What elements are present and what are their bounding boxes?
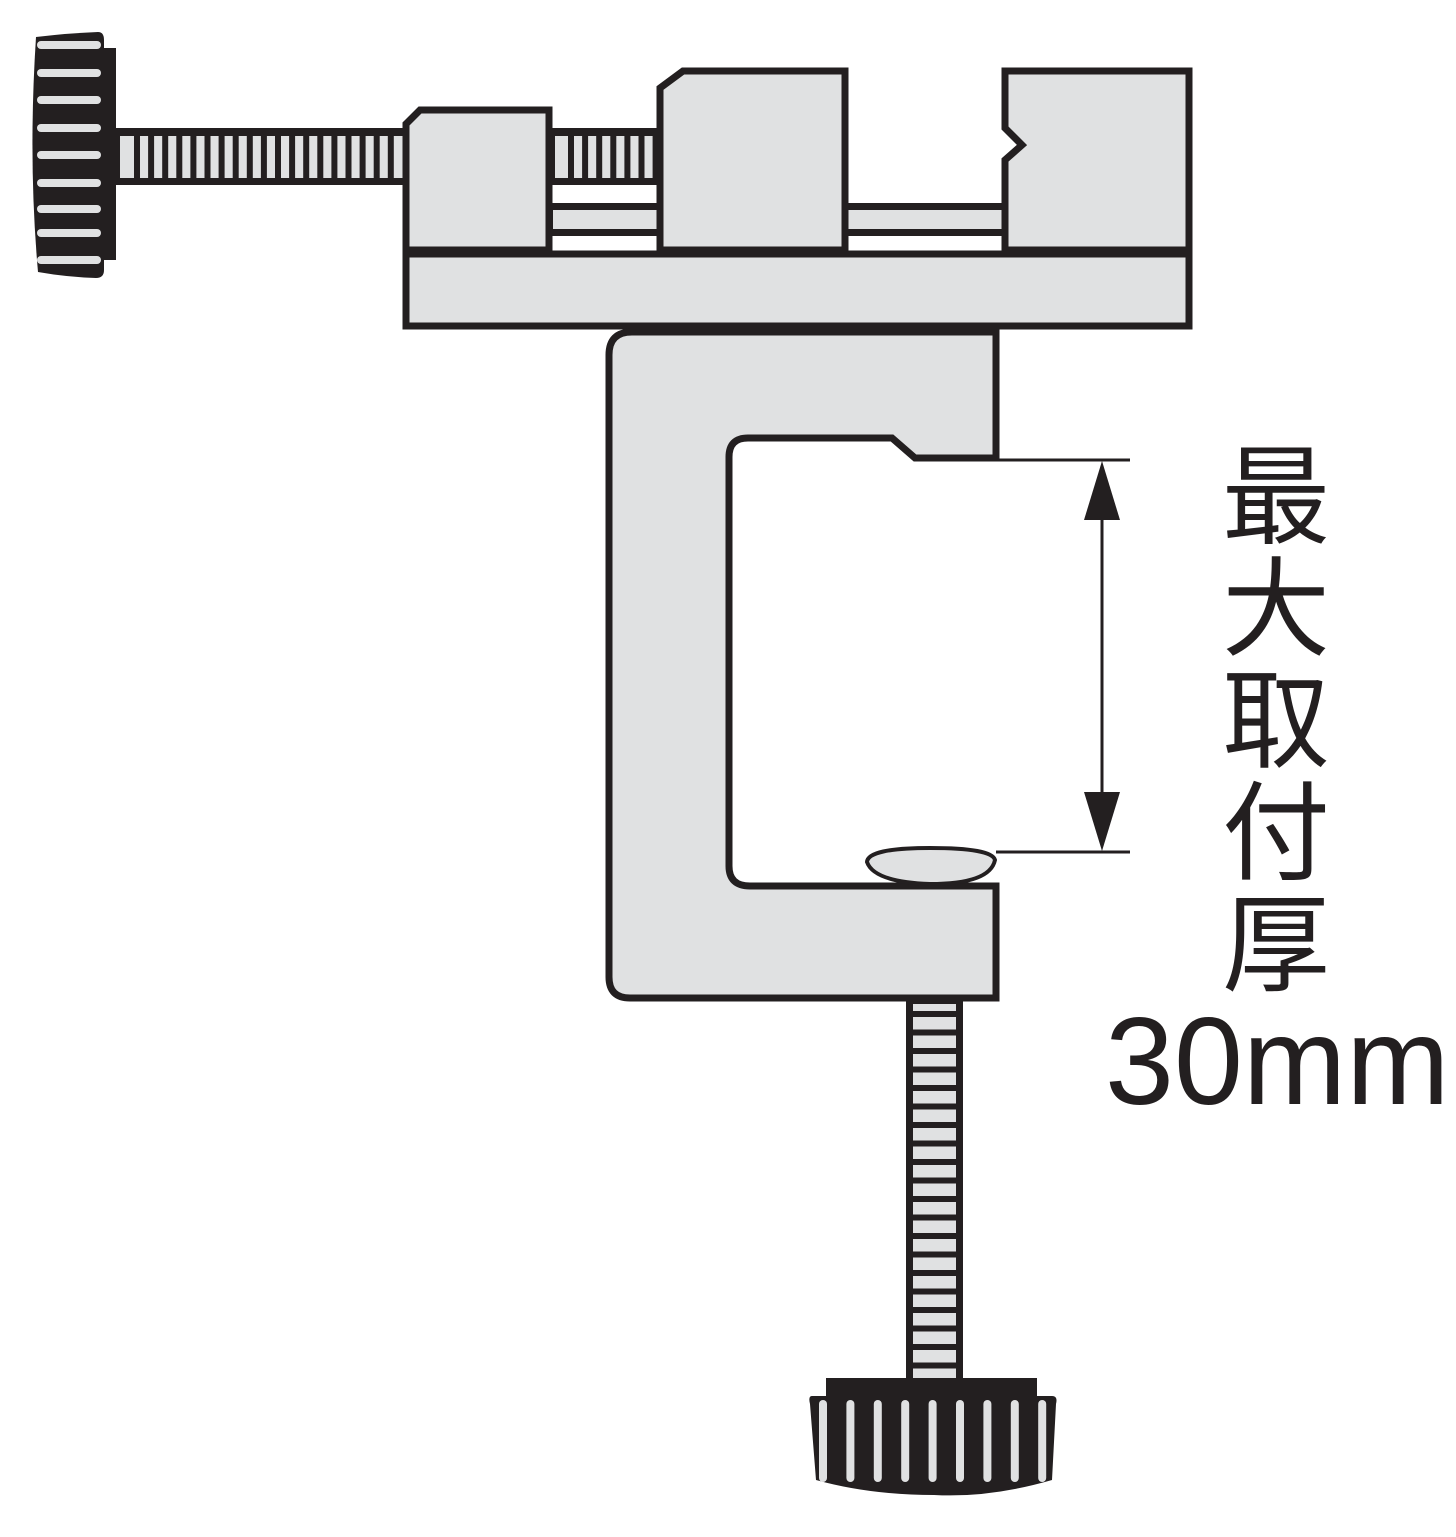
thread-mark — [246, 136, 253, 178]
thread-mark — [913, 1048, 956, 1054]
knurl-mark — [819, 1400, 827, 1482]
thread-mark — [913, 1011, 956, 1017]
base-plate — [402, 250, 1193, 330]
knurl-mark — [956, 1400, 964, 1482]
thread-mark — [913, 1344, 956, 1350]
c-frame — [605, 328, 1000, 1002]
thread-mark — [913, 1140, 956, 1147]
thread-mark — [610, 136, 617, 178]
thread-mark — [582, 136, 589, 178]
guide-rails — [550, 203, 1005, 236]
knurl-mark — [1010, 1400, 1019, 1482]
knurl-mark — [983, 1400, 992, 1482]
thread-mark — [913, 1029, 956, 1036]
thread-mark — [260, 136, 267, 178]
thread-mark — [232, 136, 239, 178]
thread-mark — [913, 1196, 956, 1202]
sliding-block — [402, 106, 553, 254]
movable-jaw — [656, 67, 849, 254]
thread-mark — [289, 136, 296, 178]
thread-mark — [148, 136, 155, 178]
thread-mark — [913, 1307, 956, 1313]
arrow-up-icon — [1084, 461, 1120, 520]
dimension-indicator — [996, 458, 1130, 854]
knurl-mark — [1038, 1400, 1047, 1482]
fixed-jaw — [1001, 67, 1193, 254]
knurl-mark — [37, 256, 101, 264]
thread-mark — [303, 136, 310, 178]
top-knob — [32, 32, 116, 278]
thread-mark — [331, 136, 338, 178]
thread-mark — [913, 1233, 956, 1239]
max-mount-thickness-label: 最大取付厚 — [1204, 440, 1329, 1000]
bottom-knob — [809, 1378, 1057, 1496]
knurl-mark — [37, 179, 101, 187]
knurl-mark — [37, 41, 101, 49]
thread-mark — [913, 1159, 956, 1165]
thread-mark — [275, 136, 281, 178]
thread-mark — [176, 136, 183, 178]
thread-mark — [913, 1103, 956, 1110]
knurl-mark — [928, 1400, 937, 1482]
knurl-mark — [846, 1400, 855, 1482]
thread-mark — [913, 1066, 956, 1073]
knurl-mark — [37, 69, 101, 77]
thread-mark — [913, 1177, 956, 1184]
thread-mark — [345, 136, 352, 178]
knurl-mark — [37, 124, 101, 132]
clamp-pad — [864, 845, 998, 887]
thread-mark — [624, 136, 631, 178]
knurl-mark — [37, 151, 101, 159]
thread-mark — [913, 1325, 956, 1332]
thread-mark — [913, 1214, 956, 1221]
knurl-mark — [37, 205, 101, 213]
thread-mark — [204, 136, 211, 178]
top-screw — [112, 128, 660, 185]
thread-mark — [359, 136, 366, 178]
thread-mark — [913, 1085, 956, 1091]
thread-mark — [638, 136, 645, 178]
thread-mark — [387, 136, 394, 178]
knurl-mark — [901, 1400, 910, 1482]
thread-mark — [317, 136, 324, 178]
knurl-mark — [37, 96, 101, 104]
dimension-value: 30mm — [1105, 993, 1450, 1131]
thread-mark — [913, 1270, 956, 1276]
thread-mark — [913, 1362, 956, 1369]
thread-mark — [134, 136, 140, 178]
arrow-down-icon — [1084, 792, 1120, 851]
thread-mark — [913, 1288, 956, 1295]
thread-mark — [162, 136, 169, 178]
thread-mark — [218, 136, 225, 178]
knurl-mark — [873, 1400, 882, 1482]
thread-mark — [913, 1122, 956, 1128]
thread-mark — [652, 136, 659, 178]
thread-mark — [568, 136, 574, 178]
thread-mark — [913, 1251, 956, 1258]
bottom-screw — [906, 998, 963, 1383]
thread-mark — [373, 136, 380, 178]
knurl-mark — [37, 229, 101, 237]
thread-mark — [190, 136, 197, 178]
thread-mark — [596, 136, 603, 178]
